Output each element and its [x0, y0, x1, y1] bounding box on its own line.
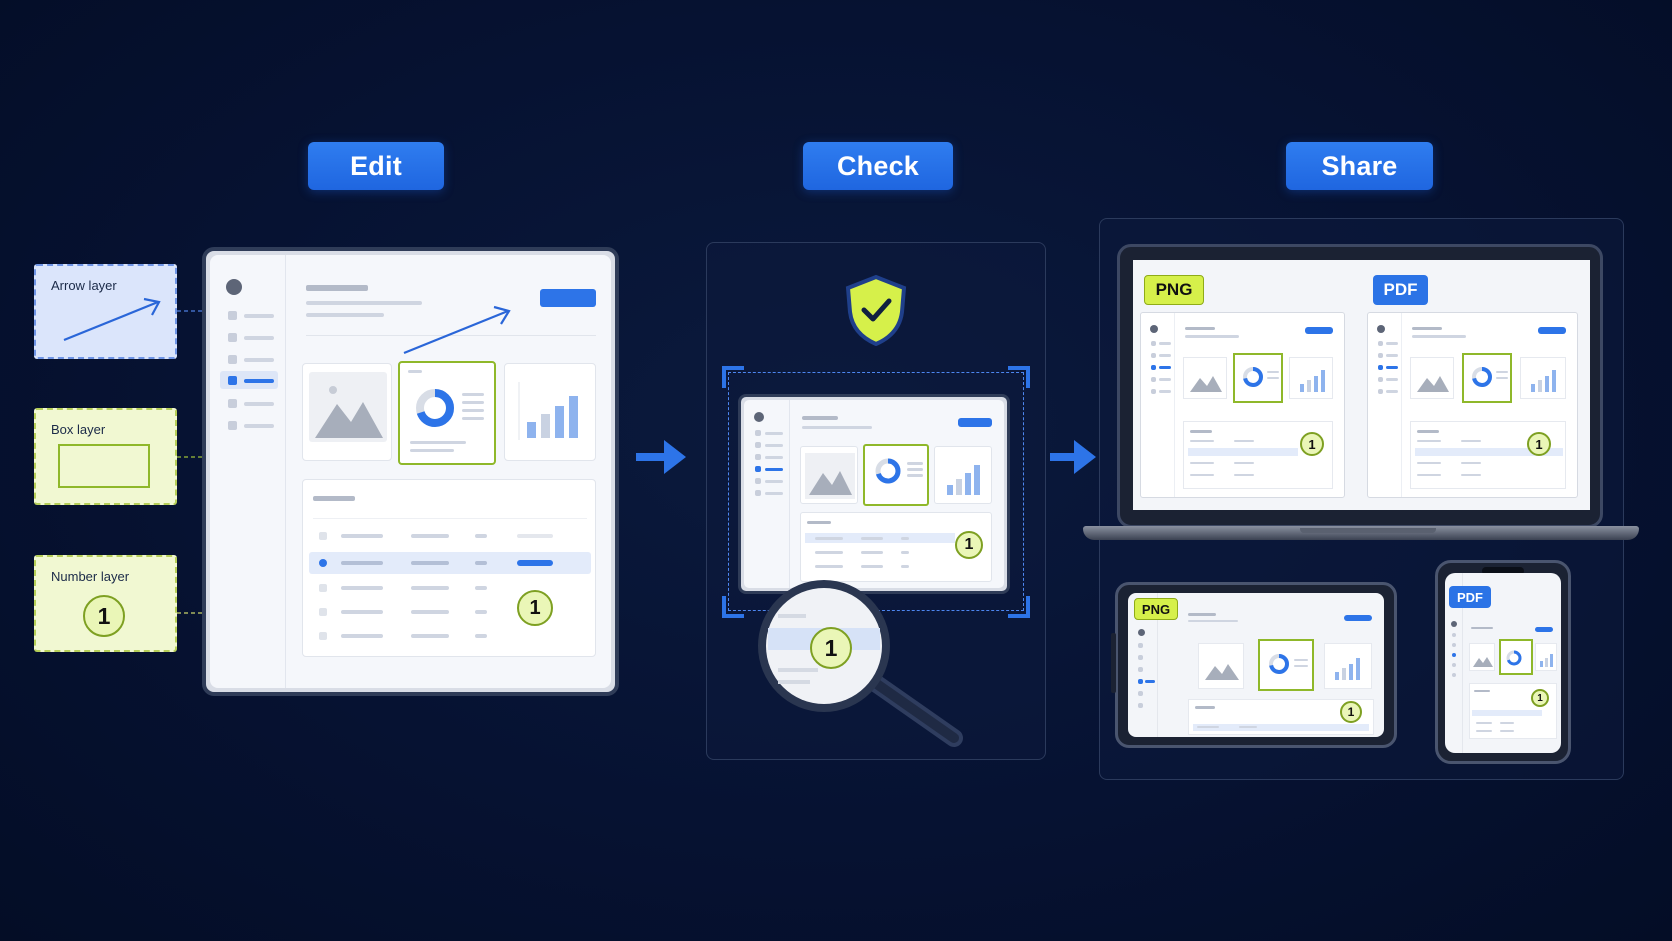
box-shape-icon	[58, 444, 150, 488]
frame-corner-brackets	[722, 366, 1030, 618]
selected-row	[309, 552, 591, 574]
laptop-png-image-icon	[1190, 376, 1222, 392]
tablet-screen: 1	[1128, 593, 1384, 737]
phone-image-icon	[1473, 657, 1493, 667]
phone-frame: 1	[1435, 560, 1571, 764]
phone-pdf-badge: PDF	[1449, 586, 1491, 608]
laptop-base	[1083, 526, 1639, 540]
edit-mock-window: 1	[202, 247, 619, 696]
flow-arrow-icon-1	[636, 440, 686, 474]
laptop-png-donut-icon	[1243, 367, 1263, 387]
box-layer-card: Box layer	[34, 408, 177, 505]
magnifier-icon	[758, 580, 963, 747]
phone-number-badge: 1	[1531, 689, 1549, 707]
phone-notch	[1482, 567, 1524, 575]
phone-donut-icon	[1506, 650, 1522, 666]
image-icon	[309, 372, 387, 442]
tablet-image-icon	[1205, 664, 1239, 680]
check-mock-window: 1	[738, 394, 1010, 594]
check-image-icon	[805, 453, 855, 499]
arrow-layer-label: Arrow layer	[51, 278, 117, 293]
mock-primary-button	[540, 289, 596, 307]
step-check-label: Check	[803, 142, 953, 190]
laptop-png-badge: PNG	[1144, 275, 1204, 305]
donut-card-highlighted	[398, 361, 496, 465]
arrow-icon	[63, 297, 161, 342]
bar-chart-card	[504, 363, 596, 461]
step-share-label: Share	[1286, 142, 1433, 190]
image-card	[302, 363, 392, 461]
laptop-png-preview: 1	[1140, 312, 1345, 498]
bar-chart-icon	[518, 382, 578, 440]
annotation-arrow-icon	[403, 305, 511, 355]
donut-chart-icon	[416, 389, 454, 427]
laptop-png-bar-icon	[1300, 370, 1325, 392]
laptop-pdf-image-icon	[1417, 376, 1449, 392]
table-card: 1	[302, 479, 596, 657]
phone-bar-icon	[1540, 654, 1553, 667]
avatar-icon	[226, 279, 242, 295]
laptop-png-number-badge: 1	[1300, 432, 1324, 456]
step-edit-label: Edit	[308, 142, 444, 190]
laptop-pdf-badge: PDF	[1373, 275, 1428, 305]
laptop-pdf-donut-icon	[1472, 367, 1492, 387]
magnified-number-badge: 1	[810, 627, 852, 669]
box-layer-label: Box layer	[51, 422, 106, 437]
check-number-badge: 1	[955, 531, 983, 559]
number-layer-label: Number layer	[51, 569, 130, 584]
number-layer-card: Number layer 1	[34, 555, 177, 652]
laptop-pdf-number-badge: 1	[1527, 432, 1551, 456]
tablet-bar-icon	[1335, 658, 1360, 680]
tablet-donut-icon	[1269, 654, 1289, 674]
laptop-pdf-preview: 1	[1367, 312, 1578, 498]
table-number-badge: 1	[517, 590, 553, 626]
flow-arrow-icon-2	[1050, 440, 1096, 474]
number-layer-badge: 1	[83, 595, 125, 637]
arrow-layer-card: Arrow layer	[34, 264, 177, 359]
laptop-pdf-bar-icon	[1531, 370, 1556, 392]
tablet-number-badge: 1	[1340, 701, 1362, 723]
check-donut-icon	[875, 458, 901, 484]
shield-check-icon	[845, 274, 907, 346]
tablet-frame: 1	[1111, 582, 1397, 748]
tablet-png-badge: PNG	[1134, 598, 1178, 620]
check-bar-chart-icon	[947, 465, 980, 495]
